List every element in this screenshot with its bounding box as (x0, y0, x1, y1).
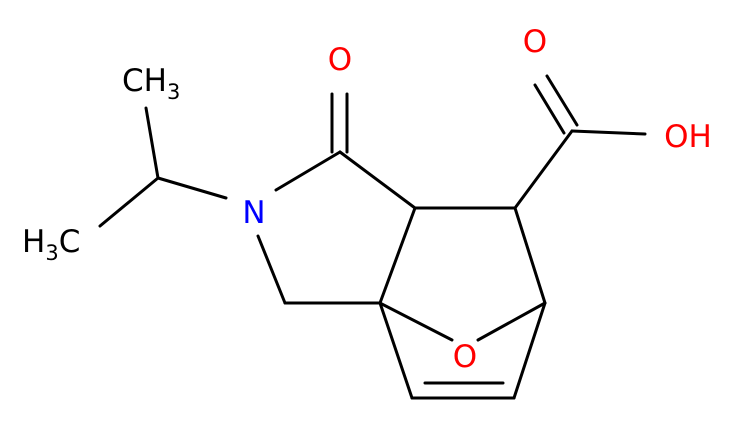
bond-bridgehead-ringch (378, 206, 417, 305)
methyl-left-tail: C (59, 224, 81, 260)
nitrogen-label: N (242, 195, 265, 231)
acid-double-bond-b (533, 83, 566, 135)
methyl-top-label: CH3 (122, 63, 180, 104)
bond-chcooh-bridgehead-right (513, 206, 547, 305)
methyl-left-label: H3C (22, 224, 80, 265)
bond-nitrogen-isopropyl (156, 176, 228, 200)
acid-double-bond-a (545, 74, 579, 127)
bond-alkene-bridgehead-right (512, 301, 547, 400)
acid-carbonyl-oxygen-label: O (523, 24, 547, 60)
bond-lines (98, 74, 647, 400)
bond-nitrogen-ch2 (256, 234, 287, 305)
bond-carboxyl-hydroxyl (570, 129, 647, 136)
bond-bridgehead-oxygen-left (378, 301, 454, 342)
hydroxyl-label: OH (664, 119, 712, 155)
bond-chcooh-carboxyl (513, 129, 574, 210)
bond-isopropyl-methyl-top (144, 106, 160, 180)
methyl-left-main: H (22, 224, 45, 260)
bond-carbonyl-ringch (338, 150, 417, 210)
methyl-left-subscript: 3 (45, 241, 58, 265)
methyl-top-main: CH (122, 63, 167, 99)
bond-bridgehead-oxygen-right (476, 301, 547, 342)
ketone-oxygen-label: O (328, 42, 352, 78)
bond-bridgehead-alkene-left (378, 301, 414, 400)
bridge-oxygen-label: O (453, 339, 477, 375)
bond-isopropyl-methyl-left (98, 176, 160, 228)
methyl-top-subscript: 3 (167, 80, 180, 104)
bond-carbonyl-nitrogen (274, 150, 342, 192)
